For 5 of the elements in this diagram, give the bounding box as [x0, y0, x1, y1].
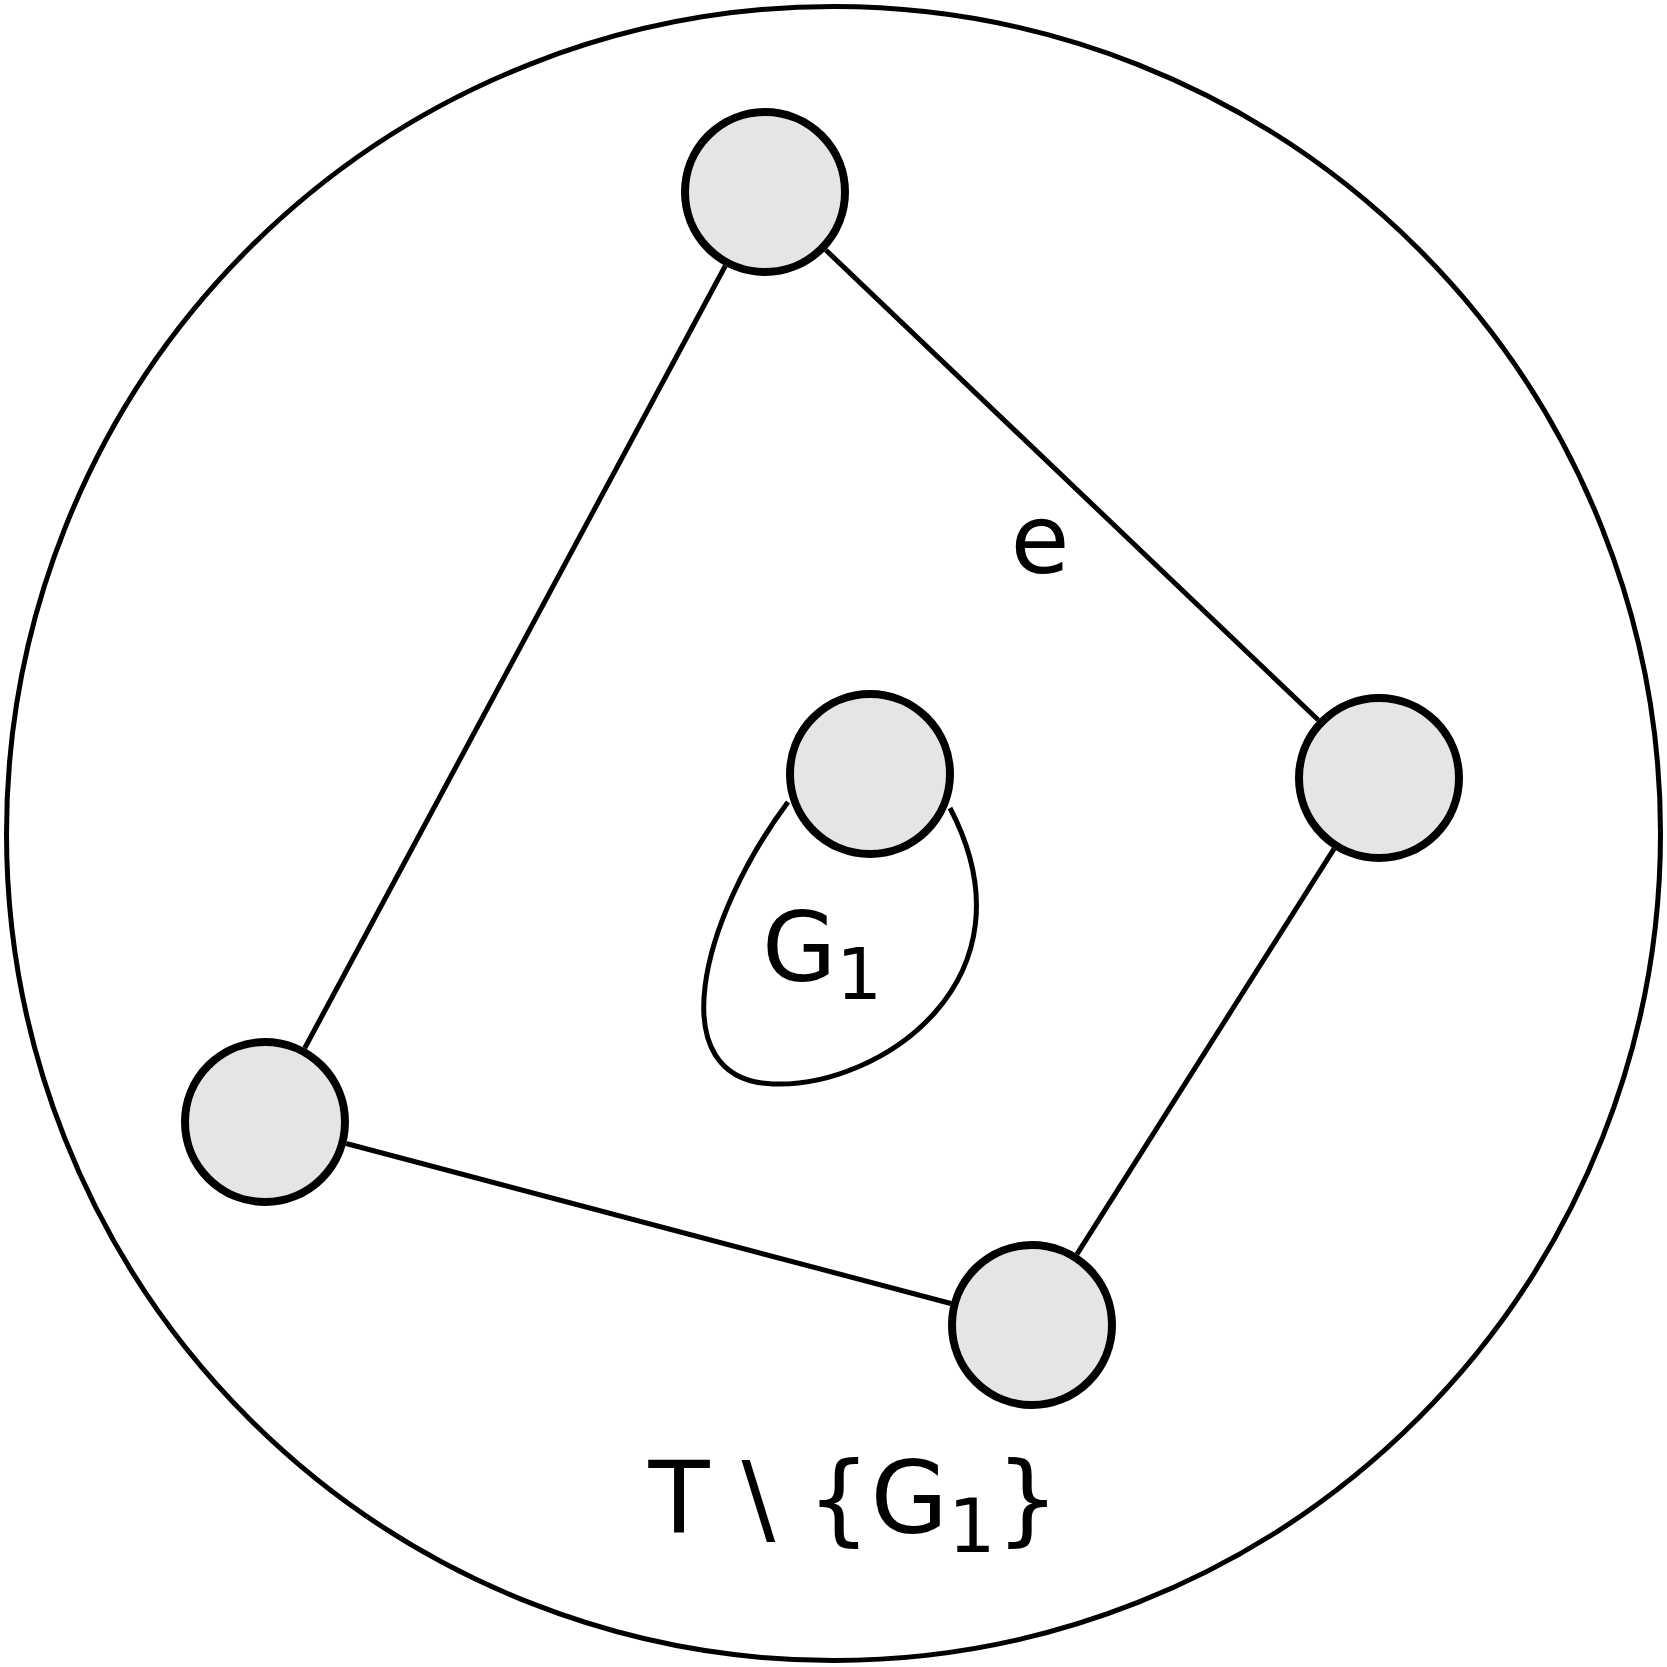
edge-line [1074, 847, 1337, 1256]
edge-line [824, 248, 1320, 722]
edge-label: e [1010, 492, 1070, 588]
edge-line [701, 800, 979, 1087]
edge-line [302, 264, 728, 1050]
